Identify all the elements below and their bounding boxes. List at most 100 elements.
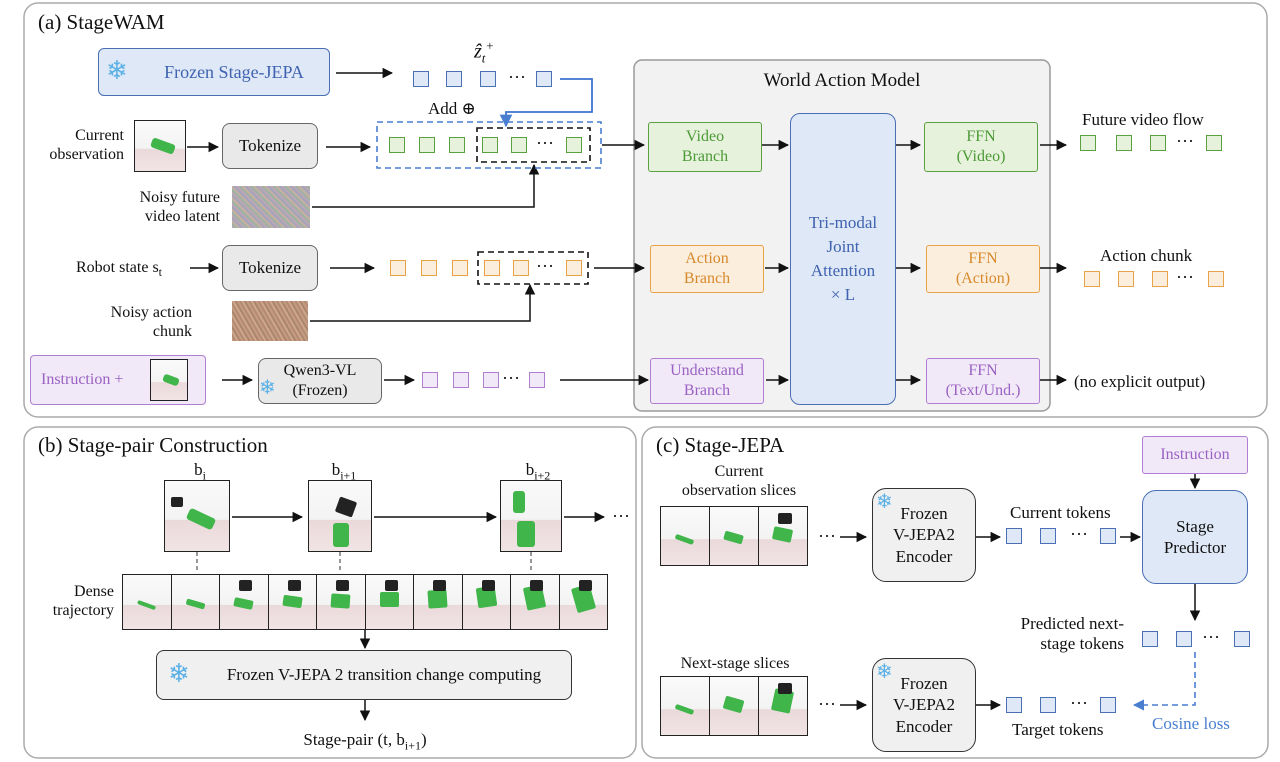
frozen-vjepa-transition-box: Frozen V-JEPA 2 transition change comput… — [156, 650, 572, 700]
world-action-model-title: World Action Model — [763, 70, 921, 91]
panel-c-frame — [641, 426, 1269, 759]
understand-branch-label: Understand Branch — [670, 362, 744, 399]
frozen-vjepa-transition-label: Frozen V-JEPA 2 transition change comput… — [226, 665, 542, 685]
frame-thumbnail — [317, 575, 366, 629]
token-square — [1150, 135, 1166, 151]
ffn-text-box: FFN (Text/Und.) — [926, 358, 1040, 404]
encoder-bottom-label: Frozen V-JEPA2 Encoder — [892, 674, 956, 736]
token-square — [1176, 631, 1192, 647]
panel-b-title: (b) Stage-pair Construction — [38, 433, 268, 457]
next-stage-slices — [660, 676, 808, 736]
target-tokens-label: Target tokens — [1012, 720, 1104, 739]
token-square — [511, 137, 527, 153]
token-square — [1100, 697, 1116, 713]
video-branch-label: Video Branch — [681, 128, 729, 165]
token-square — [1152, 271, 1168, 287]
current-slices-ellipsis: ··· — [818, 526, 836, 546]
add-label: Add ⊕ — [428, 99, 476, 118]
frame-thumbnail — [414, 575, 463, 629]
token-square — [453, 372, 469, 388]
token-ellipsis: ··· — [536, 256, 554, 276]
video-noise-group — [476, 127, 591, 163]
token-ellipsis: ··· — [508, 67, 526, 87]
frozen-stage-jepa-label: Frozen Stage-JEPA — [164, 61, 304, 82]
panel-c-title: (c) Stage-JEPA — [656, 433, 785, 457]
instruction-label: Instruction — [1160, 446, 1230, 463]
ffn-action-label: FFN (Action) — [955, 250, 1011, 287]
qwen-box: Qwen3-VL (Frozen) — [258, 358, 382, 404]
tokenize-video-label: Tokenize — [238, 136, 302, 156]
token-square — [482, 137, 498, 153]
dense-trajectory-strip — [122, 574, 608, 630]
frame-thumbnail — [462, 575, 511, 629]
current-observation-slices — [660, 506, 808, 566]
token-square — [480, 71, 496, 87]
ffn-text-label: FFN (Text/Und.) — [945, 362, 1021, 399]
action-chunk-label: Action chunk — [1100, 246, 1193, 265]
next-slices-ellipsis: ··· — [818, 694, 836, 714]
frame-thumbnail — [365, 575, 414, 629]
video-token-group — [376, 121, 602, 169]
frame-thumbnail — [511, 575, 560, 629]
stage-ellipsis: ··· — [612, 506, 630, 526]
token-square — [1006, 697, 1022, 713]
tokenize-state-label: Tokenize — [238, 258, 302, 278]
current-observation-slices-label: Current observation slices — [681, 463, 797, 500]
token-square — [1208, 271, 1224, 287]
ffn-video-label: FFN (Video) — [956, 128, 1006, 165]
frame-thumbnail — [220, 575, 269, 629]
current-tokens-label: Current tokens — [1010, 503, 1111, 522]
token-square — [1040, 697, 1056, 713]
frame-thumbnail — [268, 575, 317, 629]
frame-thumbnail — [710, 507, 759, 565]
current-observation-label: Current observation — [49, 127, 124, 164]
token-square — [419, 137, 435, 153]
tokenize-video-button: Tokenize — [222, 123, 318, 169]
panel-b-frame — [23, 426, 637, 759]
noisy-action-label: Noisy action chunk — [110, 304, 192, 341]
tri-modal-attention-box: Tri-modal Joint Attention × L — [790, 113, 896, 405]
action-branch-label: Action Branch — [683, 250, 731, 287]
stage-pair-label: Stage-pair (t, bi+1) — [303, 730, 427, 753]
understand-branch-box: Understand Branch — [650, 358, 764, 404]
noisy-action-chunk-image — [232, 301, 308, 341]
token-ellipsis: ··· — [1070, 524, 1088, 544]
token-square — [1084, 271, 1100, 287]
frozen-stage-jepa-box: Frozen Stage-JEPA — [98, 48, 330, 96]
b-i-label: bi — [194, 460, 206, 483]
b-i2-label: bi+2 — [525, 460, 551, 483]
frozen-vjepa2-encoder-top: Frozen V-JEPA2 Encoder — [872, 488, 976, 582]
token-square — [1080, 135, 1096, 151]
token-ellipsis: ··· — [536, 133, 554, 153]
frame-thumbnail — [661, 677, 710, 735]
token-square — [566, 137, 582, 153]
ffn-action-box: FFN (Action) — [926, 245, 1040, 293]
token-square — [536, 71, 552, 87]
panel-a-frame — [23, 2, 1268, 418]
token-square — [566, 260, 582, 276]
z-hat-label: ẑt+ — [474, 38, 495, 66]
encoder-top-label: Frozen V-JEPA2 Encoder — [892, 504, 956, 566]
frame-thumbnail — [661, 507, 710, 565]
action-noise-group — [477, 251, 589, 285]
ffn-video-box: FFN (Video) — [924, 122, 1038, 172]
token-square — [390, 260, 406, 276]
frame-thumbnail — [123, 575, 172, 629]
cosine-loss-label: Cosine loss — [1152, 714, 1230, 733]
stage-frame-b-i — [164, 480, 230, 552]
token-square — [529, 372, 545, 388]
frame-thumbnail — [710, 677, 759, 735]
encoder-top-snowflake-icon: ❄ — [876, 491, 893, 513]
token-square — [1118, 271, 1134, 287]
panel-a-title: (a) StageWAM — [38, 10, 165, 34]
token-ellipsis: ··· — [1070, 693, 1088, 713]
instruction-image — [150, 359, 188, 401]
token-square — [389, 137, 405, 153]
token-ellipsis: ··· — [1176, 131, 1194, 151]
future-video-flow-label: Future video flow — [1082, 110, 1204, 129]
video-branch-box: Video Branch — [648, 122, 762, 172]
transition-snowflake-icon: ❄ — [168, 659, 190, 688]
frame-thumbnail — [759, 507, 807, 565]
token-square — [1006, 528, 1022, 544]
